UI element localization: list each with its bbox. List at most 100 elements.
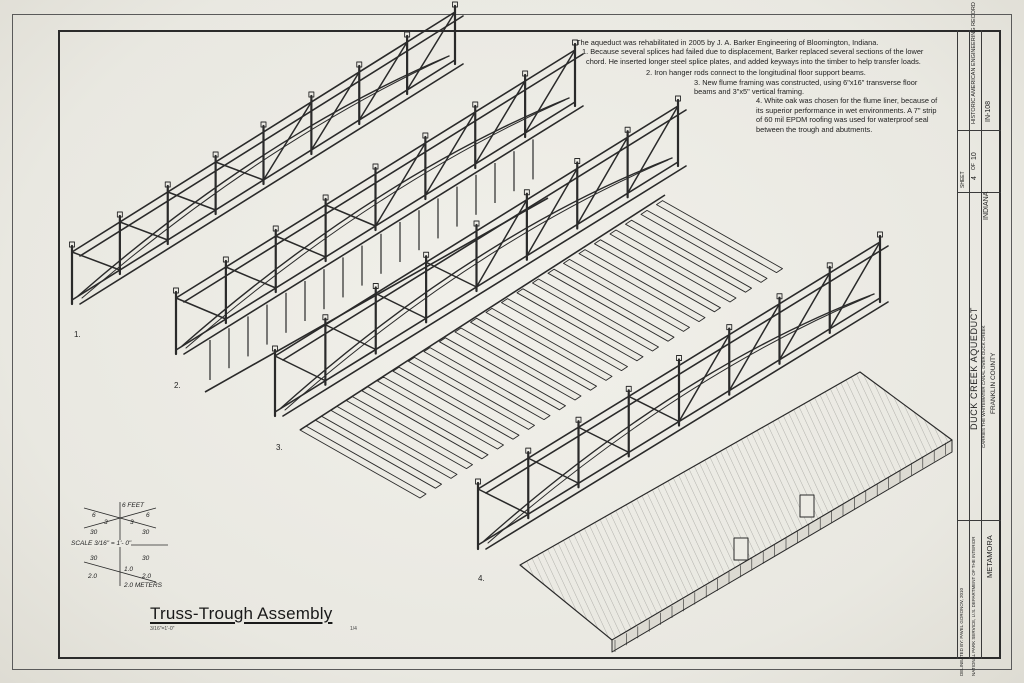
truss-diagonal xyxy=(358,41,408,121)
truss-diagonal xyxy=(324,204,377,227)
title-block-rule-1 xyxy=(957,130,1001,131)
post-cap xyxy=(473,220,480,227)
truss-diagonal xyxy=(576,136,629,226)
title-block-rule-2 xyxy=(957,192,1001,193)
notes-intro: The aqueduct was rehabilitated in 2005 b… xyxy=(576,38,879,47)
post-cap xyxy=(404,31,411,38)
scale-tick-m-4: 2.0 xyxy=(88,573,98,580)
post-cap xyxy=(726,324,733,331)
drawing-scale-note: 3/16"=1'-0" xyxy=(150,626,175,632)
post-cap xyxy=(475,478,481,485)
truss-diagonal xyxy=(728,303,781,392)
transverse-beam xyxy=(408,356,535,430)
truss-diagonal xyxy=(424,111,476,196)
post-cap xyxy=(452,1,458,8)
note-2: 2. Iron hanger rods connect to the longi… xyxy=(646,68,866,78)
top-chord xyxy=(79,15,464,257)
trough-floor xyxy=(519,371,953,641)
title-block-divider-3 xyxy=(981,30,982,659)
post-cap xyxy=(322,314,329,321)
scale-tick-m-1: 30 xyxy=(90,555,98,562)
transverse-beam xyxy=(563,258,690,332)
truss-diagonal xyxy=(119,221,169,241)
truss-diagonal xyxy=(425,261,478,288)
scale-bar-graphic xyxy=(80,502,168,586)
bottom-chord xyxy=(183,105,584,355)
graphic-scale: 6 FEET 6 3 3 6 30 30 SCALE 3/16" = 1'- 0… xyxy=(70,500,170,595)
post-cap xyxy=(372,163,379,170)
truss-diagonal xyxy=(527,457,580,484)
post-cap xyxy=(116,211,123,218)
top-chord xyxy=(183,53,584,303)
truss-diagonal xyxy=(310,71,360,151)
post-cap xyxy=(624,126,631,133)
post-cap xyxy=(877,231,883,238)
post-cap xyxy=(308,91,315,98)
truss-diagonal xyxy=(524,49,576,134)
post-cap xyxy=(472,101,479,108)
transverse-beam xyxy=(578,249,706,323)
abutment-block xyxy=(733,537,749,561)
scale-tick-feet-6: 30 xyxy=(142,529,150,536)
truss-diagonal xyxy=(778,272,831,361)
transverse-beam xyxy=(346,396,473,470)
transverse-beam xyxy=(625,219,752,293)
truss-2 xyxy=(173,39,584,356)
post-cap xyxy=(575,416,582,423)
truss-diagonal xyxy=(274,355,327,382)
post-cap xyxy=(272,225,279,232)
truss-diagonal xyxy=(475,199,528,288)
note-1: 1. Because several splices had failed du… xyxy=(582,47,924,66)
truss-diagonal xyxy=(175,297,227,320)
truss-diagonal xyxy=(628,395,680,423)
post-cap xyxy=(422,132,429,139)
truss-diagonal xyxy=(324,324,377,351)
scale-feet-label: 6 FEET xyxy=(122,502,145,509)
assembly-label-3: 3. xyxy=(276,443,283,452)
post-cap xyxy=(522,70,529,77)
scale-meters-label: 2.0 METERS xyxy=(124,582,162,589)
flume-edge xyxy=(299,194,666,431)
scale-ratio: SCALE 3/16" = 1'- 0" xyxy=(71,540,132,547)
truss-1 xyxy=(69,1,464,306)
transverse-beam xyxy=(423,347,551,421)
scale-tick-m-5: 2.0 xyxy=(142,573,152,580)
post-cap xyxy=(423,251,430,258)
assembly-label-4: 4. xyxy=(478,574,485,583)
scale-tick-m-3: 1.0 xyxy=(124,566,134,573)
title-block-divider-1 xyxy=(957,30,958,659)
post-cap xyxy=(574,158,581,164)
post-cap xyxy=(776,293,783,300)
truss-diagonal xyxy=(477,488,529,515)
bottom-chord xyxy=(282,165,687,417)
transverse-beam xyxy=(454,327,582,401)
sheet-number: 4 xyxy=(971,176,978,180)
transverse-beam xyxy=(609,229,737,303)
sheet-total: 10 xyxy=(971,152,978,160)
scale-tick-feet-5: 30 xyxy=(90,529,98,536)
transverse-beam xyxy=(315,415,442,489)
scale-tick-feet-1: 6 xyxy=(92,512,96,519)
transverse-beam xyxy=(299,425,427,499)
transverse-beam xyxy=(501,298,628,372)
truss-diagonal xyxy=(526,167,578,257)
post-cap xyxy=(625,385,632,392)
post-cap xyxy=(212,151,219,158)
scale-tick-feet-2: 3 xyxy=(104,519,108,526)
truss-diagonal xyxy=(214,161,265,181)
transverse-beam xyxy=(392,366,520,440)
truss-diagonal xyxy=(374,142,427,227)
post-cap xyxy=(372,283,379,289)
post-cap xyxy=(69,241,75,248)
scale-tick-feet-4: 6 xyxy=(146,512,150,519)
haer-number: IN-108 xyxy=(985,100,992,122)
transverse-beam xyxy=(656,200,783,274)
truss-diagonal xyxy=(474,80,526,165)
inner-border xyxy=(58,30,1001,659)
project-subtitle: CARRIES THE WHITEWATER CANAL OVER DUCK C… xyxy=(981,325,986,448)
assembly-label-1: 1. xyxy=(74,330,81,339)
post-cap xyxy=(826,262,833,269)
post-cap xyxy=(572,39,578,46)
